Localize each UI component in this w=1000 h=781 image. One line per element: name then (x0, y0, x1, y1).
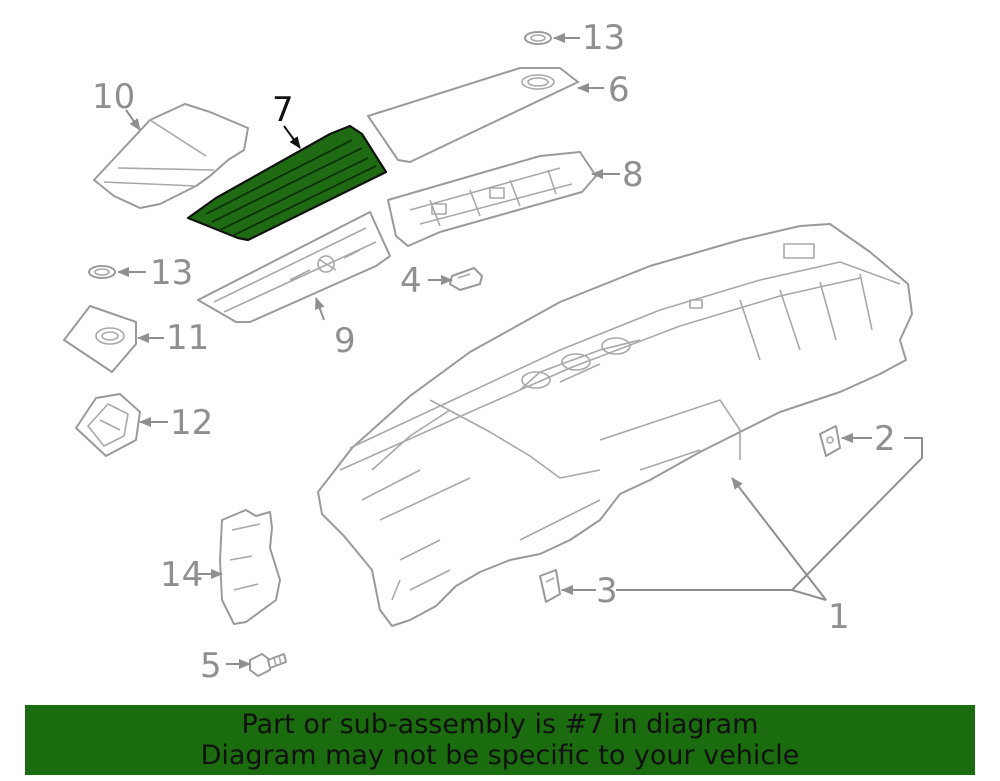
part-12-housing (75, 393, 141, 457)
callout-13-top: 13 (582, 18, 625, 58)
part-13-washer-left (88, 265, 116, 279)
part-11-bracket (63, 305, 137, 373)
part-14-side-panel (219, 509, 281, 625)
leader-1 (731, 477, 827, 601)
callout-7: 7 (272, 90, 294, 130)
parts-diagram: 13 6 10 7 8 13 9 (63, 18, 923, 686)
callout-6: 6 (608, 70, 630, 110)
callout-14: 14 (160, 555, 203, 595)
part-9-upper-panel (197, 211, 391, 323)
callout-3: 3 (596, 571, 618, 611)
leader-2-bracket (791, 437, 923, 591)
part-3-clip (539, 569, 561, 603)
leader-9 (315, 297, 325, 321)
part-2-clip (819, 425, 841, 457)
part-5-bolt (249, 653, 287, 677)
info-banner: Part or sub-assembly is #7 in diagram Di… (25, 705, 975, 775)
callout-11: 11 (166, 318, 209, 358)
part-8-trim-panel (387, 151, 597, 247)
callout-4: 4 (400, 261, 422, 301)
callout-2: 2 (874, 419, 896, 459)
callout-8: 8 (622, 155, 644, 195)
part-4-clip (449, 267, 483, 291)
part-6-dash-top-panel (367, 67, 579, 163)
leader-1-3 (616, 589, 827, 601)
part-13-washer-top (524, 31, 552, 45)
leader-10 (125, 109, 141, 131)
part-1-instrument-panel (317, 223, 913, 627)
part-7-highlighted-panel (186, 124, 388, 242)
callout-10: 10 (92, 77, 135, 117)
part-10-cover (93, 103, 249, 209)
callout-12: 12 (170, 403, 213, 443)
callout-1: 1 (828, 597, 850, 637)
callout-13-left: 13 (150, 253, 193, 293)
leader-7 (283, 125, 301, 149)
callout-9: 9 (334, 321, 356, 361)
banner-line-2: Diagram may not be specific to your vehi… (200, 740, 800, 771)
callout-5: 5 (200, 646, 222, 686)
banner-line-1: Part or sub-assembly is #7 in diagram (241, 709, 759, 740)
